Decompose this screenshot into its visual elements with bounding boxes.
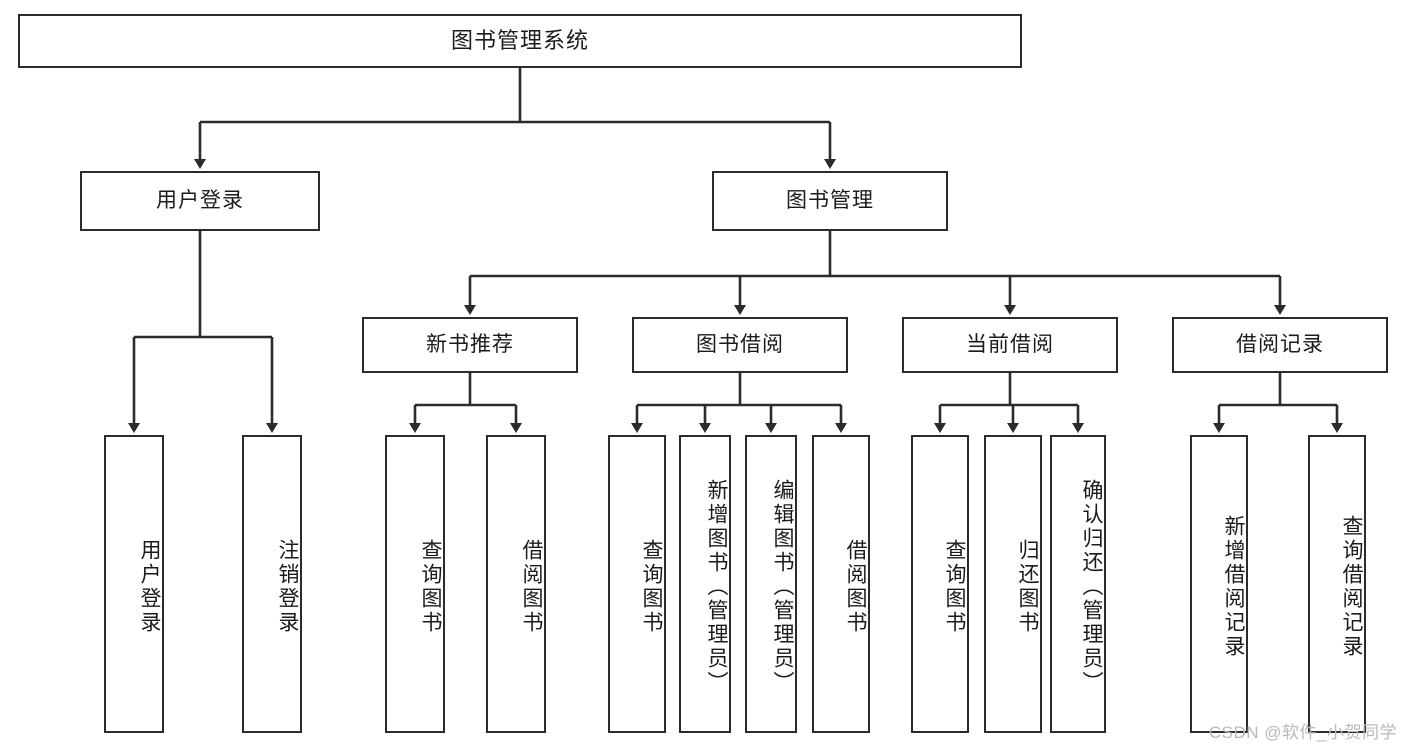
- node-current-borrow[interactable]: 当前借阅: [902, 317, 1118, 373]
- leaf-borrow-add-book-admin[interactable]: 新增图书（管理员）: [679, 435, 731, 733]
- watermark: CSDN @软件_小贺同学: [1208, 723, 1397, 742]
- leaf-borrow-edit-book-admin[interactable]: 编辑图书（管理员）: [745, 435, 797, 733]
- node-user-login[interactable]: 用户登录: [80, 171, 320, 231]
- leaf-borrow-edit-book-admin-label: 编辑图书（管理员）: [771, 479, 794, 695]
- leaf-current-confirm-return-admin[interactable]: 确认归还（管理员）: [1050, 435, 1106, 733]
- leaf-new-query-book-label: 查询图书: [419, 539, 442, 635]
- leaf-record-query-borrow-record[interactable]: 查询借阅记录: [1308, 435, 1366, 733]
- leaf-new-query-book[interactable]: 查询图书: [385, 435, 445, 733]
- leaf-record-add-borrow-record[interactable]: 新增借阅记录: [1190, 435, 1248, 733]
- node-user-login-label: 用户登录: [156, 189, 244, 213]
- leaf-borrow-borrow-book-label: 借阅图书: [844, 539, 867, 635]
- leaf-borrow-query-book-label: 查询图书: [640, 539, 663, 635]
- leaf-current-confirm-return-admin-label: 确认归还（管理员）: [1080, 479, 1103, 695]
- node-current-borrow-label: 当前借阅: [966, 333, 1054, 357]
- leaf-user-login-label: 用户登录: [138, 539, 161, 635]
- node-root[interactable]: 图书管理系统: [18, 14, 1022, 68]
- node-borrow-record-label: 借阅记录: [1236, 333, 1324, 357]
- leaf-current-query-book[interactable]: 查询图书: [911, 435, 969, 733]
- leaf-new-borrow-book[interactable]: 借阅图书: [486, 435, 546, 733]
- leaf-borrow-borrow-book[interactable]: 借阅图书: [812, 435, 870, 733]
- node-book-management[interactable]: 图书管理: [712, 171, 948, 231]
- leaf-record-query-borrow-record-label: 查询借阅记录: [1340, 515, 1363, 659]
- leaf-current-query-book-label: 查询图书: [943, 539, 966, 635]
- node-book-borrow[interactable]: 图书借阅: [632, 317, 848, 373]
- leaf-new-borrow-book-label: 借阅图书: [520, 539, 543, 635]
- leaf-borrow-query-book[interactable]: 查询图书: [608, 435, 666, 733]
- leaf-borrow-add-book-admin-label: 新增图书（管理员）: [705, 479, 728, 695]
- leaf-record-add-borrow-record-label: 新增借阅记录: [1222, 515, 1245, 659]
- leaf-current-return-book[interactable]: 归还图书: [984, 435, 1042, 733]
- node-borrow-record[interactable]: 借阅记录: [1172, 317, 1388, 373]
- leaf-current-return-book-label: 归还图书: [1016, 539, 1039, 635]
- leaf-user-logout[interactable]: 注销登录: [242, 435, 302, 733]
- leaf-user-logout-label: 注销登录: [276, 539, 299, 635]
- node-new-book-recommend[interactable]: 新书推荐: [362, 317, 578, 373]
- leaf-user-login[interactable]: 用户登录: [104, 435, 164, 733]
- node-book-management-label: 图书管理: [786, 189, 874, 213]
- node-new-book-recommend-label: 新书推荐: [426, 333, 514, 357]
- node-root-label: 图书管理系统: [450, 27, 589, 53]
- node-book-borrow-label: 图书借阅: [696, 333, 784, 357]
